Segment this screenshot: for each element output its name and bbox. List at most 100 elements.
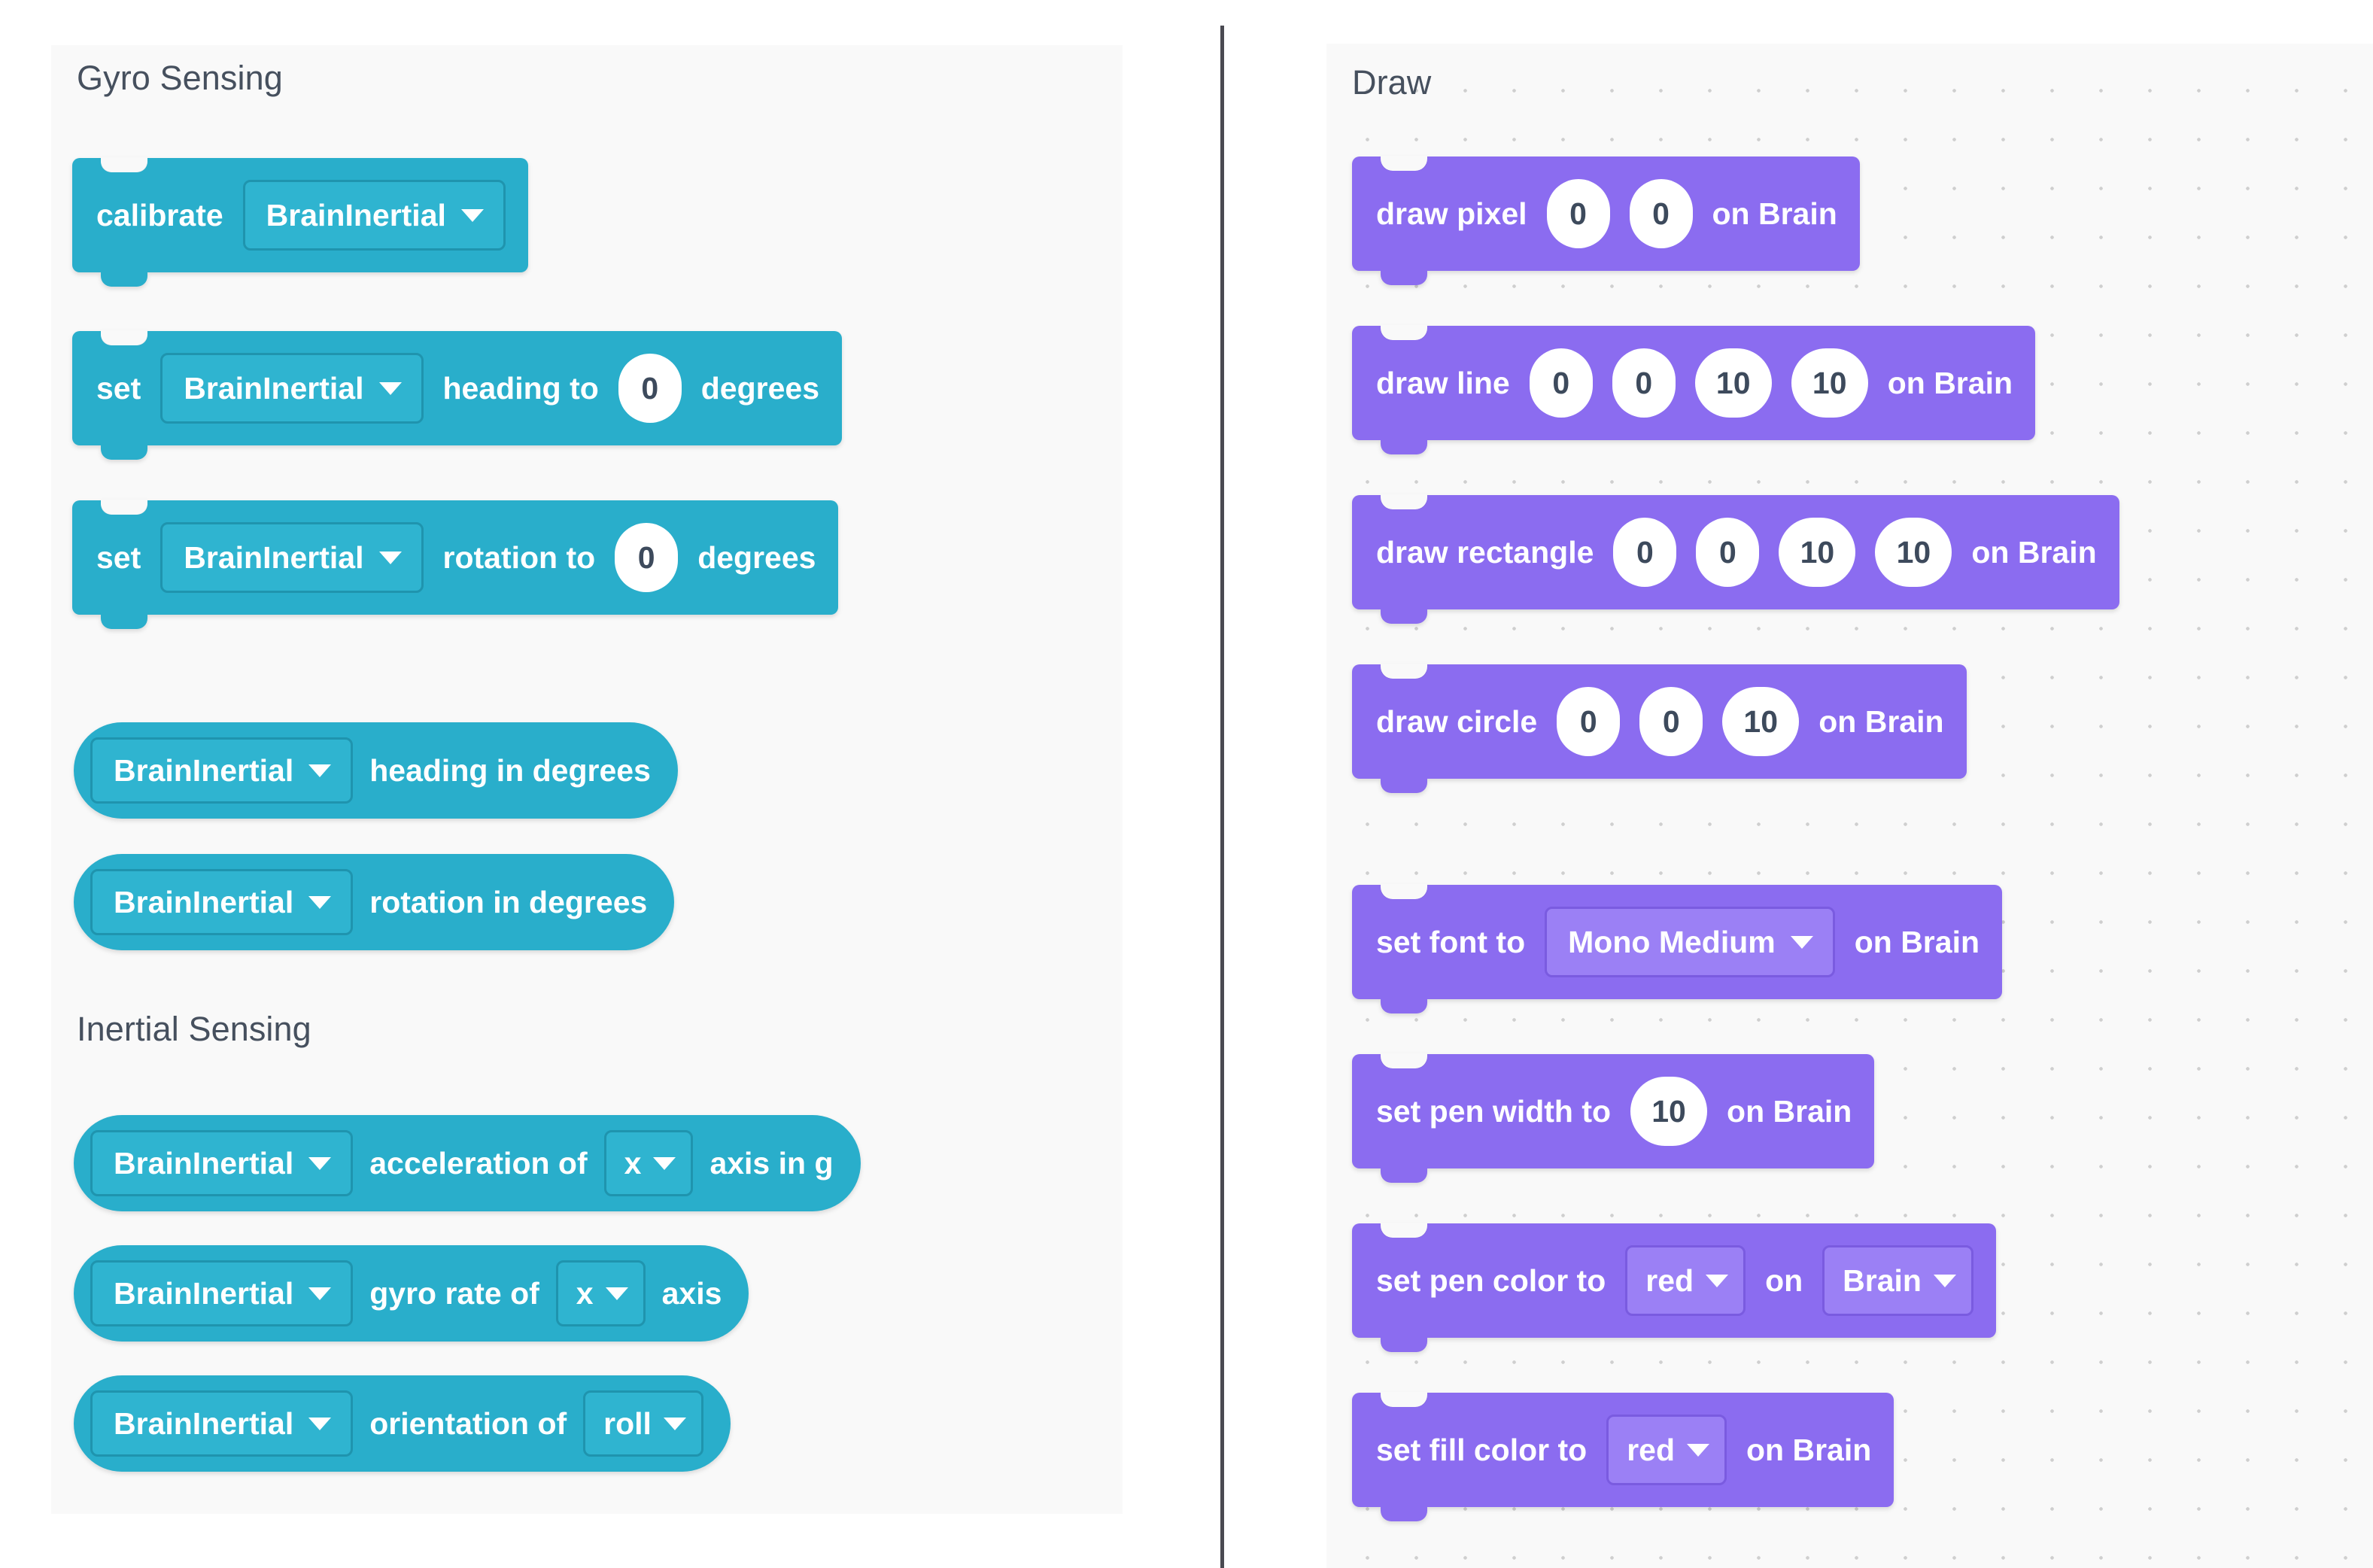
number-input-x2[interactable]: 10	[1694, 348, 1772, 418]
block-label-tail: on Brain	[1712, 196, 1837, 231]
block-label: draw circle	[1376, 703, 1538, 739]
block-notch	[1381, 1223, 1427, 1238]
dropdown-value: BrainInertial	[114, 1145, 294, 1181]
dropdown-value: BrainInertial	[184, 370, 364, 406]
chevron-down-icon	[1687, 1443, 1710, 1457]
chevron-down-icon	[308, 895, 332, 909]
dropdown-value: roll	[603, 1405, 652, 1441]
block-label: heading in degrees	[369, 752, 651, 788]
number-input-width[interactable]: 10	[1779, 518, 1856, 587]
block-set-heading[interactable]: set BrainInertial heading to 0 degrees	[72, 330, 843, 460]
block-rotation-in-degrees[interactable]: BrainInertial rotation in degrees	[74, 854, 675, 950]
block-orientation-of[interactable]: BrainInertial orientation of roll	[74, 1375, 731, 1472]
number-input-y1[interactable]: 0	[1612, 348, 1676, 418]
number-input-x[interactable]: 0	[1546, 179, 1610, 248]
block-set-fill-color[interactable]: set fill color to red on Brain	[1352, 1392, 1894, 1521]
dropdown-device[interactable]: BrainInertial	[90, 1390, 354, 1457]
block-draw-rectangle[interactable]: draw rectangle 0 0 10 10 on Brain	[1352, 494, 2119, 624]
chevron-down-icon	[378, 381, 402, 395]
block-notch	[1381, 1392, 1427, 1407]
block-heading-in-degrees[interactable]: BrainInertial heading in degrees	[74, 722, 678, 819]
block-notch	[1381, 494, 1427, 509]
block-label: draw rectangle	[1376, 534, 1594, 570]
dropdown-pen-color[interactable]: red	[1625, 1245, 1746, 1316]
draw-palette-panel: Draw draw pixel 0 0 on Brain draw line 0…	[1326, 44, 2373, 1568]
chevron-down-icon	[653, 1156, 676, 1170]
panel-divider	[1220, 26, 1224, 1568]
number-input-y[interactable]: 0	[1639, 687, 1703, 756]
dropdown-value: red	[1627, 1432, 1676, 1467]
dropdown-device[interactable]: BrainInertial	[242, 180, 506, 251]
chevron-down-icon	[378, 551, 402, 564]
chevron-down-icon	[460, 208, 484, 222]
number-input-rotation[interactable]: 0	[615, 523, 679, 592]
dropdown-device[interactable]: BrainInertial	[90, 1260, 354, 1326]
block-set-font[interactable]: set font to Mono Medium on Brain	[1352, 884, 2003, 1013]
number-input-y[interactable]: 0	[1629, 179, 1693, 248]
dropdown-value: BrainInertial	[114, 752, 294, 788]
block-draw-line[interactable]: draw line 0 0 10 10 on Brain	[1352, 325, 2036, 454]
dropdown-value: Brain	[1843, 1263, 1922, 1298]
block-label: rotation in degrees	[369, 884, 648, 919]
chevron-down-icon	[308, 1417, 332, 1430]
dropdown-value: x	[624, 1145, 642, 1181]
block-draw-circle[interactable]: draw circle 0 0 10 on Brain	[1352, 664, 1967, 793]
number-input-heading[interactable]: 0	[618, 354, 682, 423]
block-set-pen-width[interactable]: set pen width to 10 on Brain	[1352, 1053, 1875, 1183]
dropdown-axis[interactable]: x	[603, 1130, 694, 1196]
section-heading-inertial-sensing: Inertial Sensing	[77, 1010, 311, 1048]
dropdown-font[interactable]: Mono Medium	[1545, 907, 1835, 977]
block-label: set pen color to	[1376, 1263, 1606, 1298]
block-label: set fill color to	[1376, 1432, 1588, 1467]
dropdown-orientation-axis[interactable]: roll	[583, 1390, 703, 1457]
dropdown-value: Mono Medium	[1568, 924, 1776, 959]
number-input-radius[interactable]: 10	[1722, 687, 1800, 756]
block-label-unit: degrees	[700, 370, 820, 406]
chevron-down-icon	[663, 1417, 686, 1430]
dropdown-device[interactable]: BrainInertial	[90, 869, 354, 935]
dropdown-device[interactable]: BrainInertial	[160, 353, 424, 424]
block-label-set: set	[96, 539, 141, 575]
block-calibrate-brain-inertial[interactable]: calibrate BrainInertial	[72, 157, 528, 287]
section-heading-gyro-sensing: Gyro Sensing	[77, 59, 283, 97]
block-notch	[101, 500, 147, 515]
number-input-x[interactable]: 0	[1557, 687, 1621, 756]
chevron-down-icon	[308, 764, 332, 777]
number-input-pen-width[interactable]: 10	[1630, 1077, 1708, 1146]
block-label-mid: acceleration of	[369, 1145, 588, 1181]
block-set-pen-color[interactable]: set pen color to red on Brain	[1352, 1223, 1996, 1352]
dropdown-value: BrainInertial	[114, 1275, 294, 1311]
dropdown-value: BrainInertial	[184, 539, 364, 575]
dropdown-device[interactable]: BrainInertial	[160, 522, 424, 593]
block-notch	[1381, 325, 1427, 340]
dropdown-value: BrainInertial	[266, 197, 446, 232]
block-gyro-rate-of-axis[interactable]: BrainInertial gyro rate of x axis	[74, 1245, 749, 1342]
block-label-tail: on Brain	[1727, 1093, 1852, 1129]
dropdown-device[interactable]: BrainInertial	[90, 1130, 354, 1196]
block-label-tail: on Brain	[1746, 1432, 1872, 1467]
block-label: set font to	[1376, 924, 1526, 959]
block-label-set: set	[96, 370, 141, 406]
block-label-mid: gyro rate of	[369, 1275, 539, 1311]
dropdown-value: BrainInertial	[114, 1405, 294, 1441]
number-input-y[interactable]: 0	[1696, 518, 1760, 587]
block-label-tail: on Brain	[1887, 365, 2013, 400]
block-draw-pixel[interactable]: draw pixel 0 0 on Brain	[1352, 156, 1860, 285]
block-set-rotation[interactable]: set BrainInertial rotation to 0 degrees	[72, 500, 839, 629]
sensing-palette-panel: Gyro Sensing calibrate BrainInertial set…	[51, 45, 1123, 1514]
dropdown-fill-color[interactable]: red	[1606, 1415, 1727, 1485]
block-notch	[1381, 156, 1427, 171]
number-input-x1[interactable]: 0	[1529, 348, 1593, 418]
block-label-mid: orientation of	[369, 1405, 567, 1441]
block-acceleration-of-axis[interactable]: BrainInertial acceleration of x axis in …	[74, 1115, 861, 1211]
number-input-y2[interactable]: 10	[1791, 348, 1868, 418]
dropdown-device[interactable]: BrainInertial	[90, 737, 354, 804]
block-notch	[1381, 664, 1427, 679]
number-input-height[interactable]: 10	[1875, 518, 1952, 587]
block-label-mid: rotation to	[442, 539, 596, 575]
dropdown-axis[interactable]: x	[555, 1260, 646, 1326]
number-input-x[interactable]: 0	[1613, 518, 1677, 587]
dropdown-device[interactable]: Brain	[1822, 1245, 1973, 1316]
block-label: calibrate	[96, 197, 223, 232]
